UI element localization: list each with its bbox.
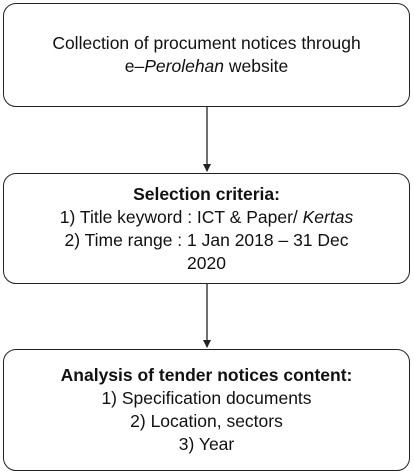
selection-time-range-end: 2020 — [187, 252, 226, 273]
analysis-heading: Analysis of tender notices content: — [60, 365, 353, 385]
selection-keyword-italic: Kertas — [302, 206, 354, 227]
collection-site-name: Perolehan — [144, 56, 225, 76]
analysis-item: 2) Location, sectors — [130, 411, 283, 431]
analysis-item: 1) Specification documents — [101, 388, 312, 408]
selection-keyword-text: 1) Title keyword : ICT & Paper/ — [59, 206, 303, 227]
selection-heading: Selection criteria: — [133, 183, 280, 204]
collection-line-1: Collection of procument notices through — [52, 33, 361, 53]
collection-line-2: e–Perolehan website — [125, 55, 288, 78]
analysis-item: 3) Year — [178, 434, 235, 454]
selection-time-range: 2) Time range : 1 Jan 2018 – 31 Dec — [64, 229, 349, 250]
step-analysis-box: Analysis of tender notices content: 1) S… — [3, 349, 410, 471]
collection-prefix: e– — [124, 56, 145, 76]
collection-suffix: website — [224, 56, 289, 76]
selection-keyword: 1) Title keyword : ICT & Paper/ Kertas — [60, 206, 353, 229]
step-selection-box: Selection criteria: 1) Title keyword : I… — [3, 173, 410, 284]
step-collection-box: Collection of procument notices through … — [3, 3, 410, 107]
